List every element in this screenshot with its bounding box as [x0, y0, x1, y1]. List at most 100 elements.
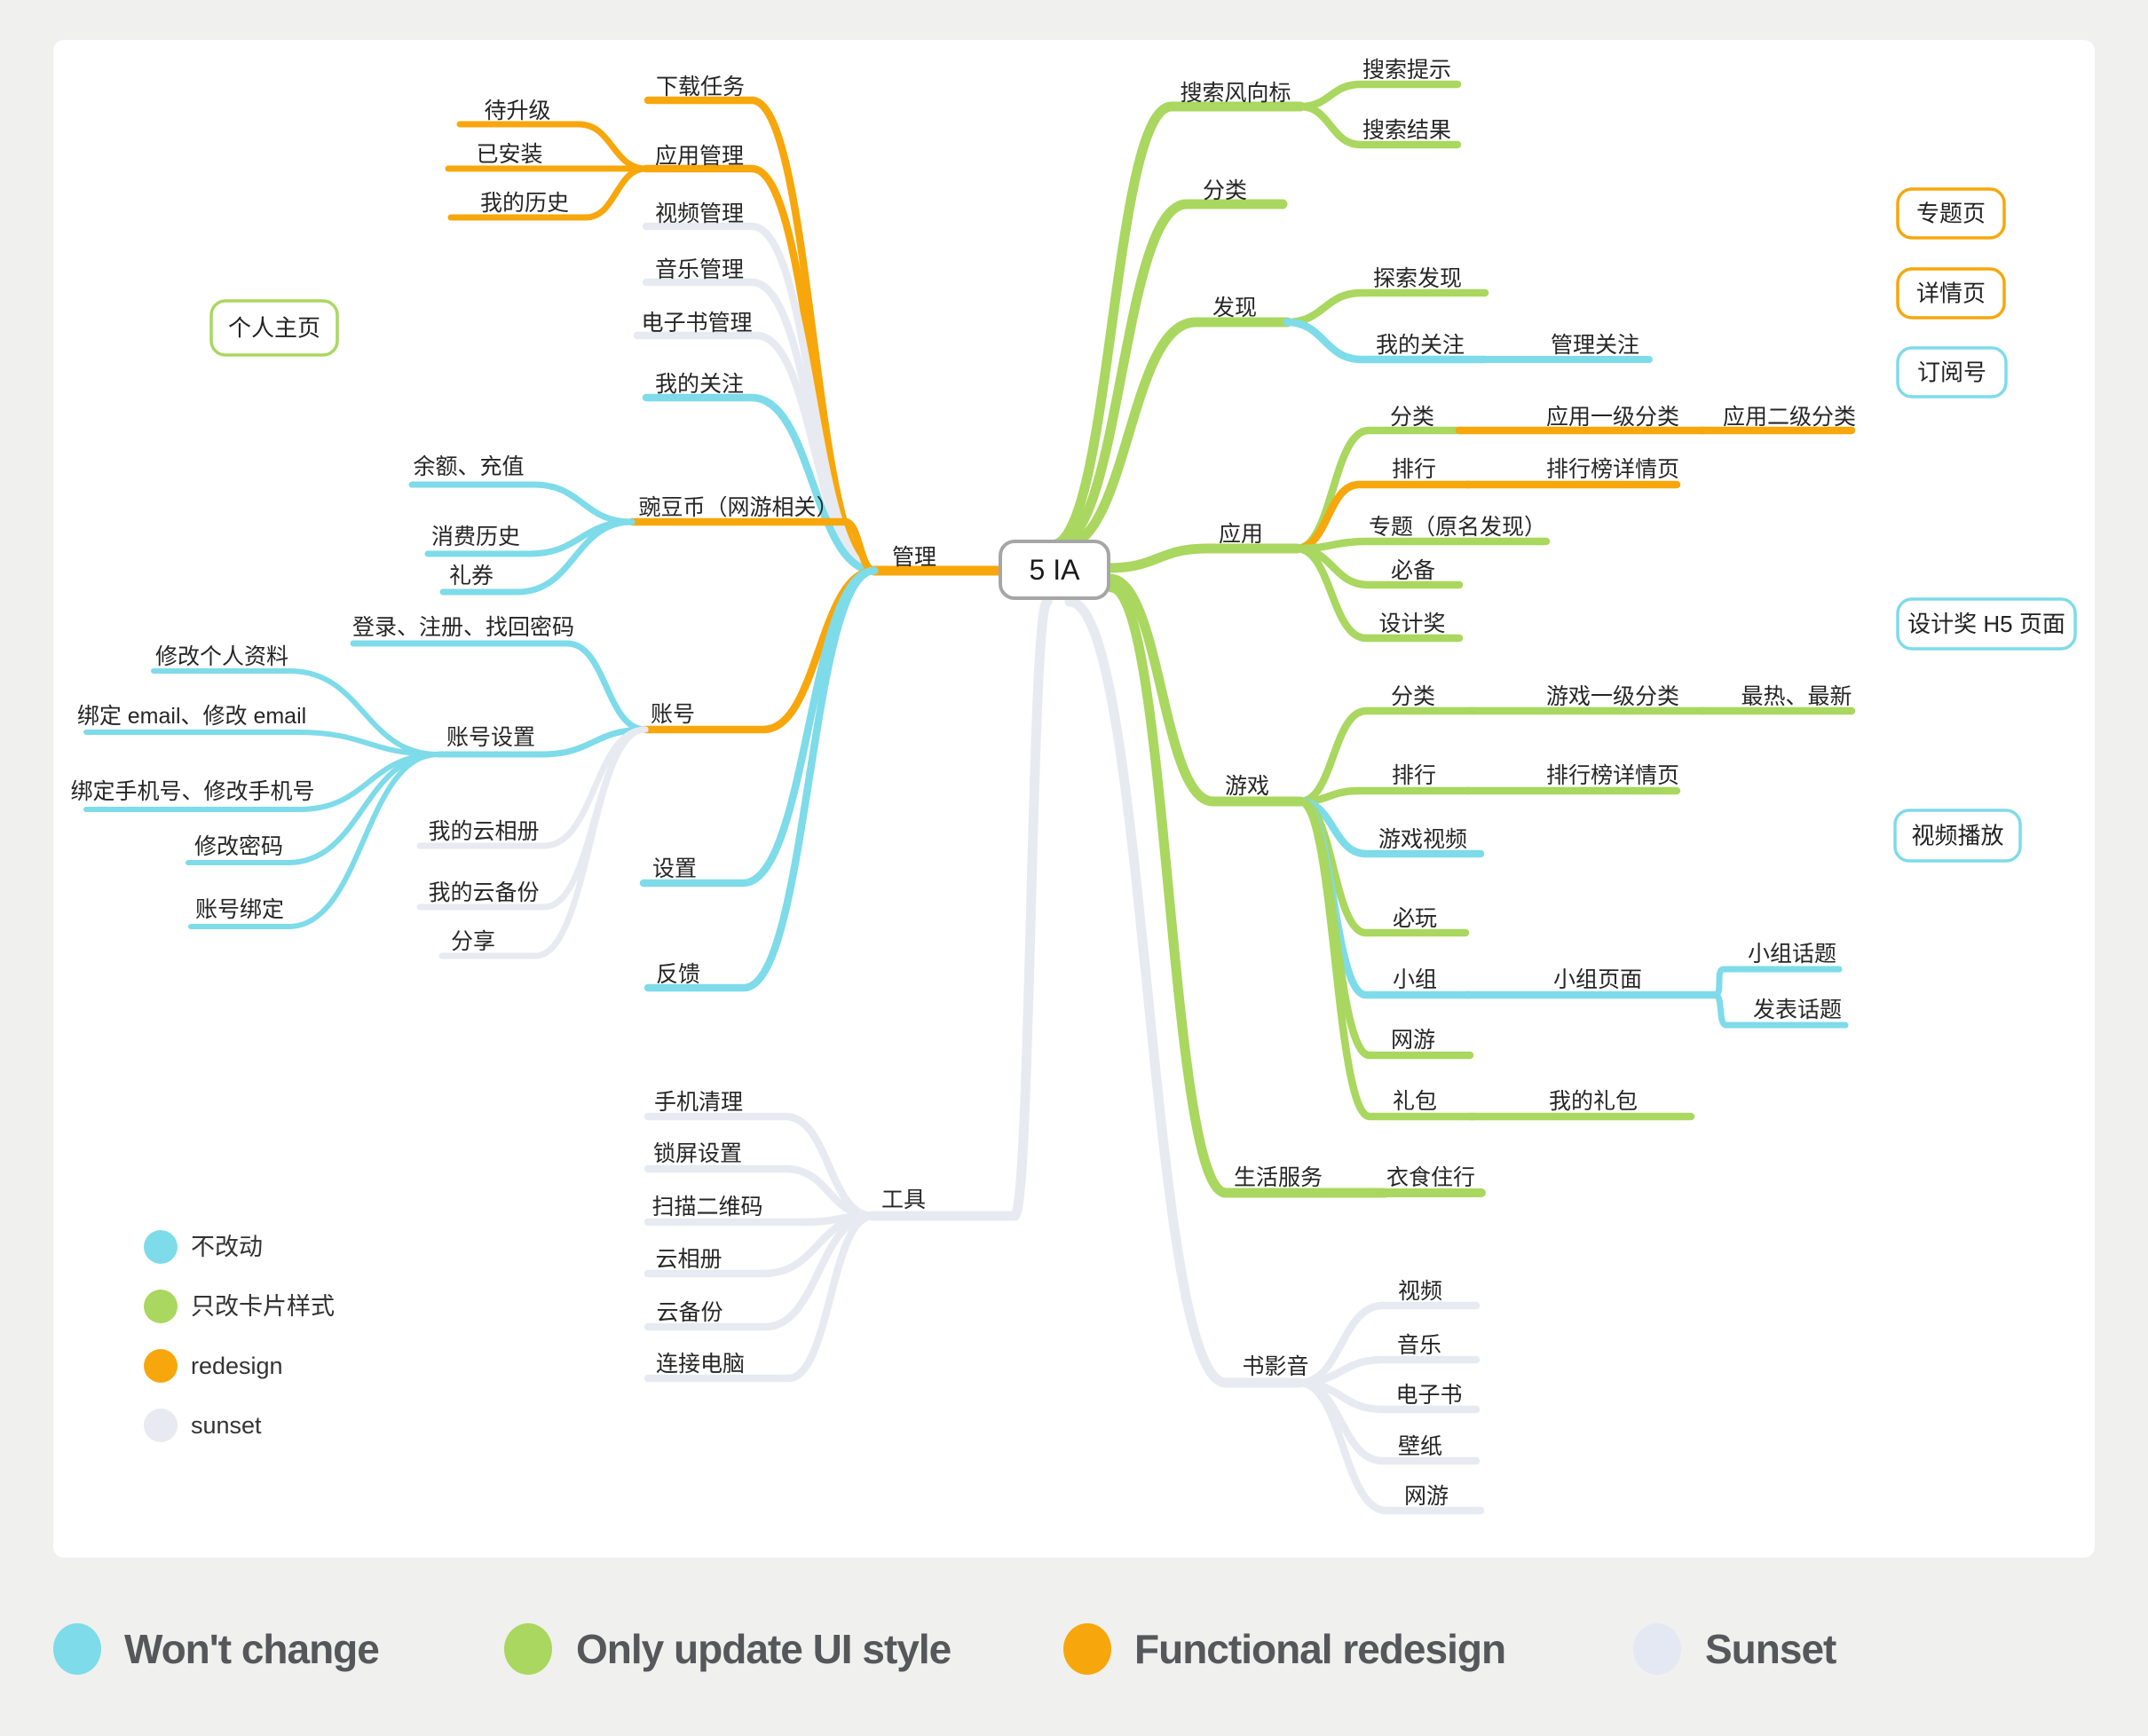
- node-yingyong-guanli[interactable]: 应用管理: [655, 144, 744, 169]
- node-xiaozu-yemian[interactable]: 小组页面: [1553, 967, 1642, 992]
- node-suoping-shezhi[interactable]: 锁屏设置: [653, 1141, 742, 1166]
- box-shejijiang-h5[interactable]: [1896, 597, 2077, 651]
- legend-bottom-label-2: Functional redesign: [1134, 1626, 1505, 1672]
- node-yunxiangce[interactable]: 云相册: [655, 1247, 722, 1272]
- node-shuyingyin[interactable]: 书影音: [1242, 1354, 1308, 1379]
- branch-shuyingyin: [1064, 596, 1305, 1388]
- node-dianzishu-guanli[interactable]: 电子书管理: [641, 311, 752, 335]
- node-paihangbang-xiangqingye-game[interactable]: 排行榜详情页: [1546, 763, 1679, 788]
- node-saomiao-erweima[interactable]: 扫描二维码: [652, 1195, 762, 1219]
- branch-fankui: [644, 566, 879, 992]
- node-xiaozu-huati[interactable]: 小组话题: [1748, 942, 1836, 967]
- box-dingyuehao[interactable]: [1896, 346, 2008, 398]
- node-paihang-game[interactable]: 排行: [1392, 763, 1436, 788]
- node-zhuanti-yuanming-faxian[interactable]: 专题（原名发现）: [1369, 515, 1546, 540]
- node-shipin-guanli[interactable]: 视频管理: [655, 201, 744, 226]
- node-wode-yunbeifen[interactable]: 我的云备份: [428, 880, 539, 905]
- node-youxi-shipin[interactable]: 游戏视频: [1378, 827, 1467, 852]
- node-wangyou-media[interactable]: 网游: [1404, 1484, 1449, 1509]
- node-shenghuo-fuwu[interactable]: 生活服务: [1234, 1165, 1323, 1190]
- node-daishengji[interactable]: 待升级: [484, 99, 550, 123]
- node-faxian[interactable]: 发现: [1212, 296, 1257, 320]
- node-guanli[interactable]: 管理: [892, 545, 936, 570]
- node-app-erji-fenlei[interactable]: 应用二级分类: [1723, 405, 1856, 430]
- node-yunbeifen[interactable]: 云备份: [656, 1300, 723, 1325]
- node-sousuo-tishi[interactable]: 搜索提示: [1362, 58, 1451, 83]
- box-zhuantiye[interactable]: [1896, 187, 2006, 240]
- node-liquan[interactable]: 礼券: [449, 564, 494, 588]
- node-xiugai-mima[interactable]: 修改密码: [194, 834, 283, 859]
- box-label-zhuantiye: 专题页: [1916, 201, 1986, 227]
- branch-zhanghao-bangding: [188, 752, 441, 929]
- node-fankui[interactable]: 反馈: [656, 962, 700, 987]
- node-paihangbang-xiangqingye-app[interactable]: 排行榜详情页: [1546, 457, 1679, 482]
- node-wode-libao[interactable]: 我的礼包: [1549, 1089, 1638, 1114]
- node-yianzhuang[interactable]: 已安装: [476, 142, 542, 167]
- node-bangding-email[interactable]: 绑定 email、修改 email: [77, 704, 306, 729]
- node-bibei[interactable]: 必备: [1391, 558, 1435, 583]
- node-guanli-guanzhu[interactable]: 管理关注: [1551, 333, 1639, 358]
- node-yue-chongzhi[interactable]: 余额、充值: [413, 454, 524, 479]
- node-zuire-zuixin[interactable]: 最热、最新: [1741, 684, 1852, 709]
- root-label: 5 IA: [1030, 554, 1081, 586]
- node-shezhi[interactable]: 设置: [652, 856, 697, 881]
- node-tansuo-faxian[interactable]: 探索发现: [1373, 266, 1462, 291]
- node-fenxiang[interactable]: 分享: [451, 929, 495, 954]
- node-yingyong[interactable]: 应用: [1219, 522, 1263, 547]
- node-wodelishi[interactable]: 我的历史: [480, 191, 569, 216]
- node-biwan[interactable]: 必玩: [1393, 906, 1437, 931]
- node-fenlei-top[interactable]: 分类: [1203, 178, 1247, 203]
- box-shipin-bofang[interactable]: [1893, 809, 2022, 863]
- root-node[interactable]: [999, 540, 1110, 600]
- node-lianjie-diannao[interactable]: 连接电脑: [656, 1352, 745, 1377]
- node-xiaozu[interactable]: 小组: [1393, 967, 1437, 992]
- node-dianzishu-media[interactable]: 电子书: [1395, 1383, 1462, 1408]
- node-app-yiji-fenlei[interactable]: 应用一级分类: [1546, 405, 1679, 430]
- node-wodeguanzhu-left[interactable]: 我的关注: [655, 372, 744, 397]
- legend-inner-label-3: sunset: [191, 1412, 262, 1439]
- node-fenlei-game[interactable]: 分类: [1391, 684, 1435, 709]
- diagram-panel: [53, 40, 2095, 1558]
- node-bizhi[interactable]: 壁纸: [1398, 1434, 1442, 1459]
- node-xiugai-geren-ziliao[interactable]: 修改个人资料: [155, 644, 288, 669]
- node-yinyue-guanli[interactable]: 音乐管理: [655, 257, 744, 282]
- box-geren-zhuye[interactable]: [209, 299, 339, 357]
- node-xiazai-renwu[interactable]: 下载任务: [656, 75, 745, 99]
- node-sousuo-fengxiangbiao[interactable]: 搜索风向标: [1180, 81, 1291, 106]
- node-game-yiji-fenlei[interactable]: 游戏一级分类: [1546, 684, 1679, 709]
- node-shejijiang[interactable]: 设计奖: [1378, 612, 1445, 636]
- node-wode-yunxiangce[interactable]: 我的云相册: [428, 819, 539, 844]
- branch-fenlei-top: [1051, 199, 1288, 550]
- node-denglu-zhuce[interactable]: 登录、注册、找回密码: [352, 615, 574, 640]
- node-sousuo-jieguo[interactable]: 搜索结果: [1362, 118, 1451, 143]
- node-shipin-media[interactable]: 视频: [1398, 1279, 1442, 1304]
- node-libao[interactable]: 礼包: [1393, 1089, 1437, 1114]
- legend-inner-label-0: 不改动: [191, 1234, 263, 1260]
- node-wandoubi[interactable]: 豌豆币（网游相关）: [638, 495, 838, 520]
- node-yinyue-media[interactable]: 音乐: [1397, 1333, 1441, 1358]
- node-zhanghao-shezhi[interactable]: 账号设置: [446, 725, 535, 750]
- legend-bottom-dot-1: [504, 1623, 552, 1675]
- legend-bottom-dot-0: [53, 1623, 101, 1675]
- branch-sousuo-jieguo: [1296, 102, 1462, 149]
- legend-bottom-dot-2: [1063, 1623, 1111, 1675]
- branch-xiugai-geren-ziliao: [151, 668, 441, 757]
- box-xiangqingye[interactable]: [1896, 267, 2006, 320]
- branch-wodeguanzhu-right: [1283, 318, 1489, 364]
- branch-lianjie-diannao: [644, 1211, 877, 1383]
- node-yishizhuxing[interactable]: 衣食住行: [1386, 1165, 1475, 1190]
- node-fabiao-huati[interactable]: 发表话题: [1753, 998, 1842, 1022]
- node-fenlei-app[interactable]: 分类: [1390, 405, 1434, 430]
- node-wodeguanzhu-right[interactable]: 我的关注: [1376, 333, 1465, 358]
- node-shouji-qingli[interactable]: 手机清理: [654, 1090, 743, 1115]
- node-gongju[interactable]: 工具: [881, 1188, 926, 1212]
- node-youxi[interactable]: 游戏: [1225, 774, 1269, 799]
- node-paihang-app[interactable]: 排行: [1392, 457, 1436, 482]
- node-xiaofei-lishi[interactable]: 消费历史: [431, 525, 520, 549]
- node-zhanghao[interactable]: 账号: [651, 702, 695, 727]
- node-wangyou-game[interactable]: 网游: [1391, 1028, 1435, 1053]
- branch-faxian: [1056, 317, 1292, 552]
- node-zhanghao-bangding[interactable]: 账号绑定: [195, 897, 284, 922]
- node-bangding-shoujihao[interactable]: 绑定手机号、修改手机号: [70, 779, 314, 804]
